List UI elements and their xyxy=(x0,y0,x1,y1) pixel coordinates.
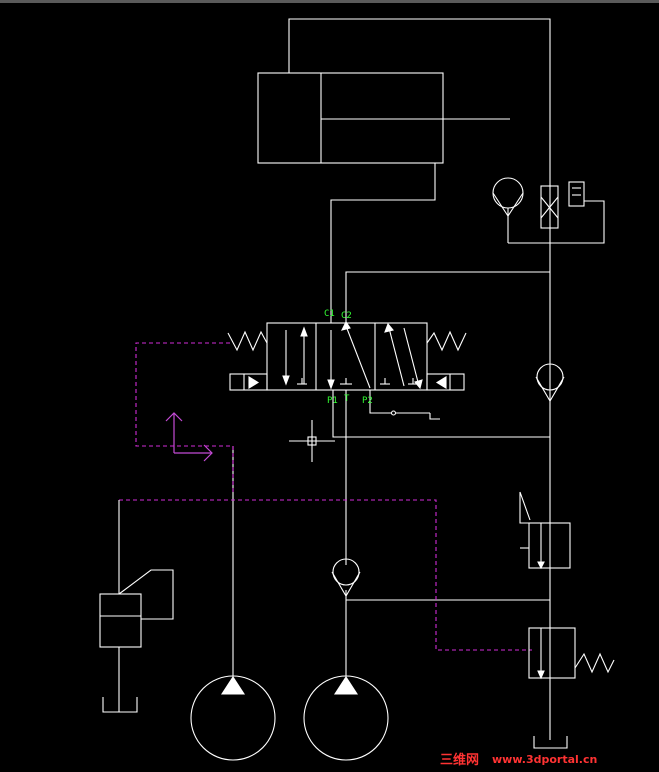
watermark-site-cn: 三维网 xyxy=(440,752,479,768)
right-arrow-head-2 xyxy=(414,379,423,390)
sequence-valve-arrow xyxy=(537,561,545,570)
watermark-site-url: www.3dportal.cn xyxy=(492,753,597,766)
unloading-valve-left[interactable] xyxy=(99,500,174,713)
hydraulic-cylinder[interactable] xyxy=(257,72,510,164)
pump-2[interactable] xyxy=(303,675,389,761)
check-valve-pump2[interactable] xyxy=(331,558,361,598)
window-top-border xyxy=(0,0,659,3)
port-label-p2: P2 xyxy=(362,396,373,406)
pump-1-arrow xyxy=(220,675,246,695)
port-label-c2: C2 xyxy=(341,311,352,321)
tank-return-line xyxy=(332,390,550,438)
relief-valve[interactable] xyxy=(528,627,615,749)
relief-tank xyxy=(533,736,568,749)
ucs-axis-icon xyxy=(165,412,213,462)
center-arrow-head-2 xyxy=(340,320,351,331)
check-seat-pump2 xyxy=(331,571,361,598)
directional-control-valve[interactable] xyxy=(227,320,467,391)
left-arrow-head-2 xyxy=(300,326,308,337)
unloading-valve-spring xyxy=(118,569,174,620)
check-seat-right xyxy=(535,376,565,403)
p2-line xyxy=(369,390,392,414)
center-arrow-head-1 xyxy=(327,379,335,390)
main-right-line xyxy=(288,18,551,740)
crosshair-pickbox xyxy=(307,436,317,446)
port-label-c1: C1 xyxy=(324,309,335,319)
pilot-line-bottom xyxy=(119,499,532,651)
right-solenoid-arrow xyxy=(435,376,447,389)
pump-2-arrow xyxy=(333,675,359,695)
gauge-feedback-line xyxy=(508,200,605,244)
left-solenoid xyxy=(229,373,268,391)
p2-plug-end xyxy=(429,413,440,420)
switch-body xyxy=(540,185,559,229)
ucs-y-arrow xyxy=(165,412,183,422)
valve-port-labels: C1 C2 P1 T P2 xyxy=(324,309,373,406)
right-arrow-head-1 xyxy=(384,322,394,333)
relief-valve-arrow xyxy=(537,670,545,680)
sequence-valve-spring xyxy=(519,491,531,524)
watermark: 三维网 www.3dportal.cn xyxy=(440,752,597,768)
switch-diagonal-2 xyxy=(540,196,559,219)
right-solenoid xyxy=(426,373,465,391)
right-diag-2 xyxy=(403,327,420,387)
relief-valve-spring xyxy=(574,652,615,674)
unloading-valve-body xyxy=(99,593,142,648)
cylinder-barrel xyxy=(257,72,444,164)
check-ball-right xyxy=(536,363,564,391)
port-label-p1: P1 xyxy=(327,396,338,406)
center-diag xyxy=(345,325,371,389)
ucs-x-arrow xyxy=(203,444,213,462)
left-tank xyxy=(102,697,138,713)
cylinder-to-c1-line xyxy=(330,163,436,323)
pressure-switch-assembly[interactable] xyxy=(492,177,605,244)
right-diag-1 xyxy=(388,327,405,387)
switch-solenoid xyxy=(568,181,585,207)
pilot-lines xyxy=(119,342,532,651)
cad-crosshair-cursor xyxy=(289,420,335,462)
port-label-t: T xyxy=(344,394,350,404)
pressure-lines xyxy=(232,18,551,740)
sequence-valve[interactable] xyxy=(519,491,571,570)
valve-right-spring xyxy=(426,330,467,352)
check-ball-pump2 xyxy=(332,558,360,586)
left-arrow-head-1 xyxy=(282,375,290,386)
gauge-circle xyxy=(492,177,524,209)
pump-1[interactable] xyxy=(190,675,276,761)
check-valve-right[interactable] xyxy=(535,363,565,403)
left-solenoid-arrow xyxy=(248,376,260,389)
pilot-line-left xyxy=(135,342,234,492)
c2-line xyxy=(345,271,550,323)
valve-left-spring xyxy=(227,330,268,352)
relief-valve-body xyxy=(528,627,576,679)
p2-plug-dot xyxy=(390,410,397,416)
sequence-valve-body xyxy=(528,522,571,569)
